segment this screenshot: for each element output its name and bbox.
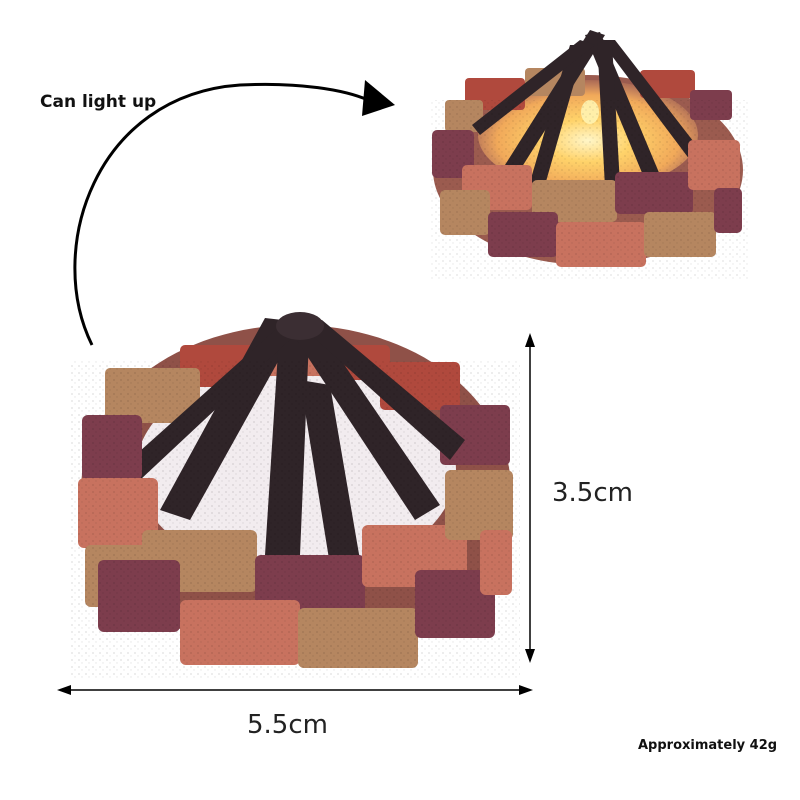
campfire-photo (70, 312, 520, 680)
large-front-bricks (70, 360, 520, 680)
small-front-bricks (430, 100, 750, 280)
lit-campfire-photo (430, 30, 750, 280)
height-dimension-arrow (525, 333, 535, 663)
width-label: 5.5cm (247, 710, 328, 740)
height-label: 3.5cm (552, 478, 633, 508)
width-dimension-arrow (57, 685, 533, 695)
can-light-up-label: Can light up (40, 92, 157, 112)
weight-label: Approximately 42g (638, 738, 778, 753)
curved-arrow (73, 80, 395, 346)
